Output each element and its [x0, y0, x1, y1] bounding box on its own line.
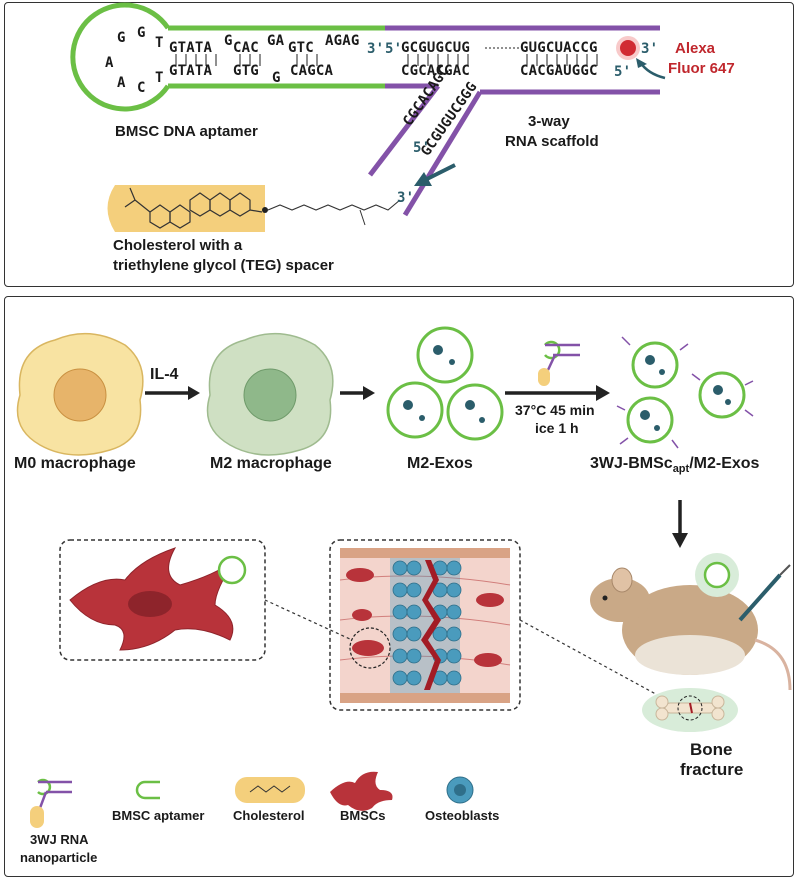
loop-letter-t2: T	[155, 70, 164, 86]
legend-bmsc-icon	[330, 771, 393, 811]
loop-letter-c: C	[137, 80, 146, 96]
aptamer-upper-g: G	[224, 33, 233, 49]
five-prime-3: 5'	[413, 140, 431, 156]
cholesterol-label-1: Cholesterol with a	[113, 237, 243, 254]
bmsc-exosome-attached	[217, 555, 247, 585]
scaffold-arrow-icon	[424, 163, 456, 182]
legend-osteoblast-label: Osteoblasts	[425, 808, 500, 823]
legend-aptamer-label: BMSC aptamer	[112, 808, 205, 823]
loop-letter-a1: A	[105, 55, 114, 71]
cholesterol-label-2: triethylene glycol (TEG) spacer	[113, 257, 334, 274]
aptamer-lower-seq: GTATA	[169, 63, 213, 79]
aptamer-lower-cagca: CAGCA	[290, 63, 334, 79]
aptamer-structure	[70, 2, 385, 112]
product-label-suffix: /M2-Exos	[689, 455, 760, 472]
alexa-arrowhead-icon	[636, 58, 647, 68]
decorated-exosomes	[616, 336, 754, 449]
m2-exosomes	[386, 326, 504, 441]
three-prime-3: 3'	[397, 190, 415, 206]
scaffold-arrowhead-icon	[414, 172, 432, 186]
base-pair-ticks	[175, 47, 598, 66]
aptamer-upper-agag: AGAG	[325, 33, 360, 49]
fracture-zoom-box	[329, 539, 521, 711]
injection-bubble	[695, 553, 739, 597]
three-prime-1: 3'	[367, 41, 385, 57]
bmsc-aptamer-label: BMSC DNA aptamer	[115, 123, 258, 140]
m0-macrophage-cell	[16, 332, 144, 456]
bone-label-1: Bone	[690, 740, 733, 759]
top-panel	[4, 2, 794, 287]
process-arrows	[145, 385, 688, 548]
aptamer-upper-seq: GTATA	[169, 40, 213, 56]
bone-illustration	[642, 688, 738, 732]
legend-osteoblast-icon	[446, 776, 474, 804]
alexa-label-2: Fluor 647	[668, 60, 735, 77]
bone-label-2: fracture	[680, 760, 744, 779]
aptamer-lower-gtg: GTG	[233, 63, 259, 79]
legend-bmsc-label: BMSCs	[340, 808, 386, 823]
product-label-prefix: 3WJ-BMSc	[590, 455, 673, 472]
scaffold-label-2: RNA scaffold	[505, 133, 599, 150]
fracture-tissue	[339, 548, 511, 703]
il4-label: IL-4	[150, 366, 179, 383]
legend-cholesterol-icon	[235, 777, 305, 803]
condition-label-1: 37°C 45 min	[515, 402, 595, 418]
condition-label-2: ice 1 h	[535, 420, 579, 436]
m0-macrophage-label: M0 macrophage	[14, 455, 136, 472]
scaffold-upper-b: GUGCUACCG	[520, 40, 598, 56]
five-prime-1: 5'	[385, 41, 403, 57]
rna-scaffold-structure	[368, 25, 660, 217]
product-label-sub: apt	[672, 463, 690, 476]
loop-letter-g1: G	[117, 30, 126, 46]
mouse-illustration	[590, 564, 792, 691]
cholesterol-molecule	[107, 185, 401, 232]
aptamer-upper-ga: GA	[267, 33, 285, 49]
m2-macrophage-label: M2 macrophage	[210, 455, 332, 472]
five-prime-2: 5'	[614, 64, 632, 80]
legend-nanoparticle-label-1: 3WJ RNA	[30, 832, 89, 847]
scaffold-lower-a: CGCACGAC	[401, 63, 471, 79]
three-prime-2: 3'	[641, 41, 659, 57]
legend-cholesterol-label: Cholesterol	[233, 808, 305, 823]
m2-macrophage-cell	[206, 332, 334, 456]
loop-letter-g2: G	[137, 25, 146, 41]
legend-nanoparticle-icon	[30, 778, 72, 828]
alexa-label-1: Alexa	[675, 40, 716, 57]
loop-letter-t1: T	[155, 35, 164, 51]
legend-aptamer-icon	[135, 780, 160, 800]
legend-nanoparticle-label-2: nanoparticle	[20, 850, 98, 865]
aptamer-upper-cac: CAC	[233, 40, 259, 56]
product-label: 3WJ-BMScapt/M2-Exos	[590, 455, 759, 475]
aptamer-lower-g: G	[272, 70, 281, 86]
scaffold-lower-b: CACGAUGGC	[520, 63, 598, 79]
bmsc-zoom-box	[59, 539, 266, 661]
m2-exos-label: M2-Exos	[407, 455, 473, 472]
alexa-fluor-dot	[616, 36, 640, 60]
loop-letter-a2: A	[117, 75, 126, 91]
nanoparticle-small-icon	[538, 340, 580, 386]
aptamer-upper-gtc: GTC	[288, 40, 314, 56]
scaffold-label-1: 3-way	[528, 113, 570, 130]
scaffold-upper-a: GCGUGCUG	[401, 40, 471, 56]
